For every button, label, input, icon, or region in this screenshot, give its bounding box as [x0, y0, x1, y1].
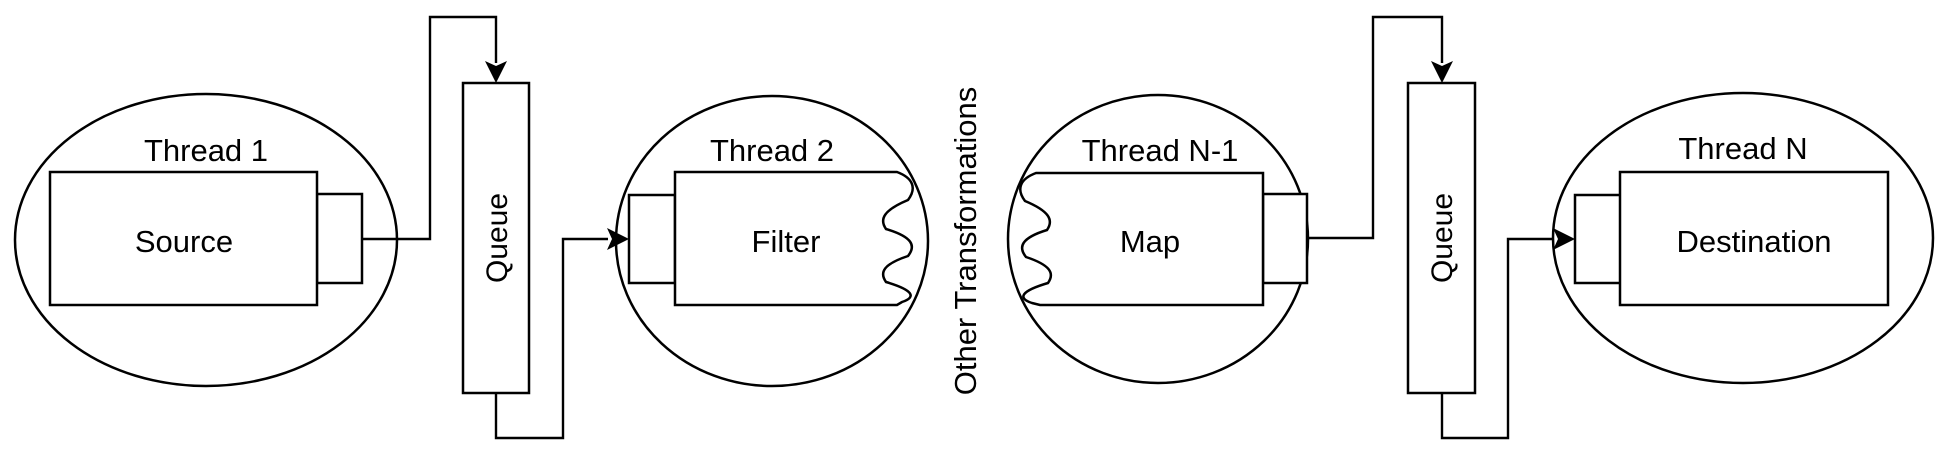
source-box	[48, 170, 319, 307]
destination-label: Destination	[1676, 224, 1831, 259]
arrowhead-into-queue2	[1431, 61, 1453, 83]
destination-input-port	[1573, 193, 1623, 285]
source-output-port	[315, 192, 364, 285]
queue-2-label: Queue	[1426, 193, 1459, 283]
thread-n-1-label: Thread N-1	[1082, 133, 1239, 168]
map-box	[1019, 171, 1265, 307]
arrowhead-into-queue1	[485, 61, 507, 83]
queue-1-box	[461, 81, 531, 395]
thread-1-label: Thread 1	[144, 133, 268, 168]
connector-source-to-queue1	[362, 15, 498, 241]
arrowhead-into-destination	[1553, 228, 1575, 250]
map-output-port	[1261, 192, 1309, 285]
thread-2-label: Thread 2	[710, 133, 834, 168]
queue-2-box	[1406, 81, 1477, 395]
connector-queue1-to-filter	[494, 237, 608, 440]
other-transformations-label: Other Transformations	[948, 87, 983, 395]
connector-queue2-to-destination	[1440, 237, 1554, 440]
filter-label: Filter	[752, 224, 821, 259]
filter-input-port	[627, 193, 677, 285]
destination-box	[1618, 170, 1890, 307]
queue-1-label: Queue	[481, 193, 514, 283]
connector-map-to-queue2	[1307, 15, 1444, 240]
source-label: Source	[135, 224, 233, 259]
thread-n-label: Thread N	[1678, 131, 1807, 166]
map-label: Map	[1120, 224, 1180, 259]
filter-box	[673, 170, 914, 307]
arrowhead-into-filter	[607, 228, 629, 250]
